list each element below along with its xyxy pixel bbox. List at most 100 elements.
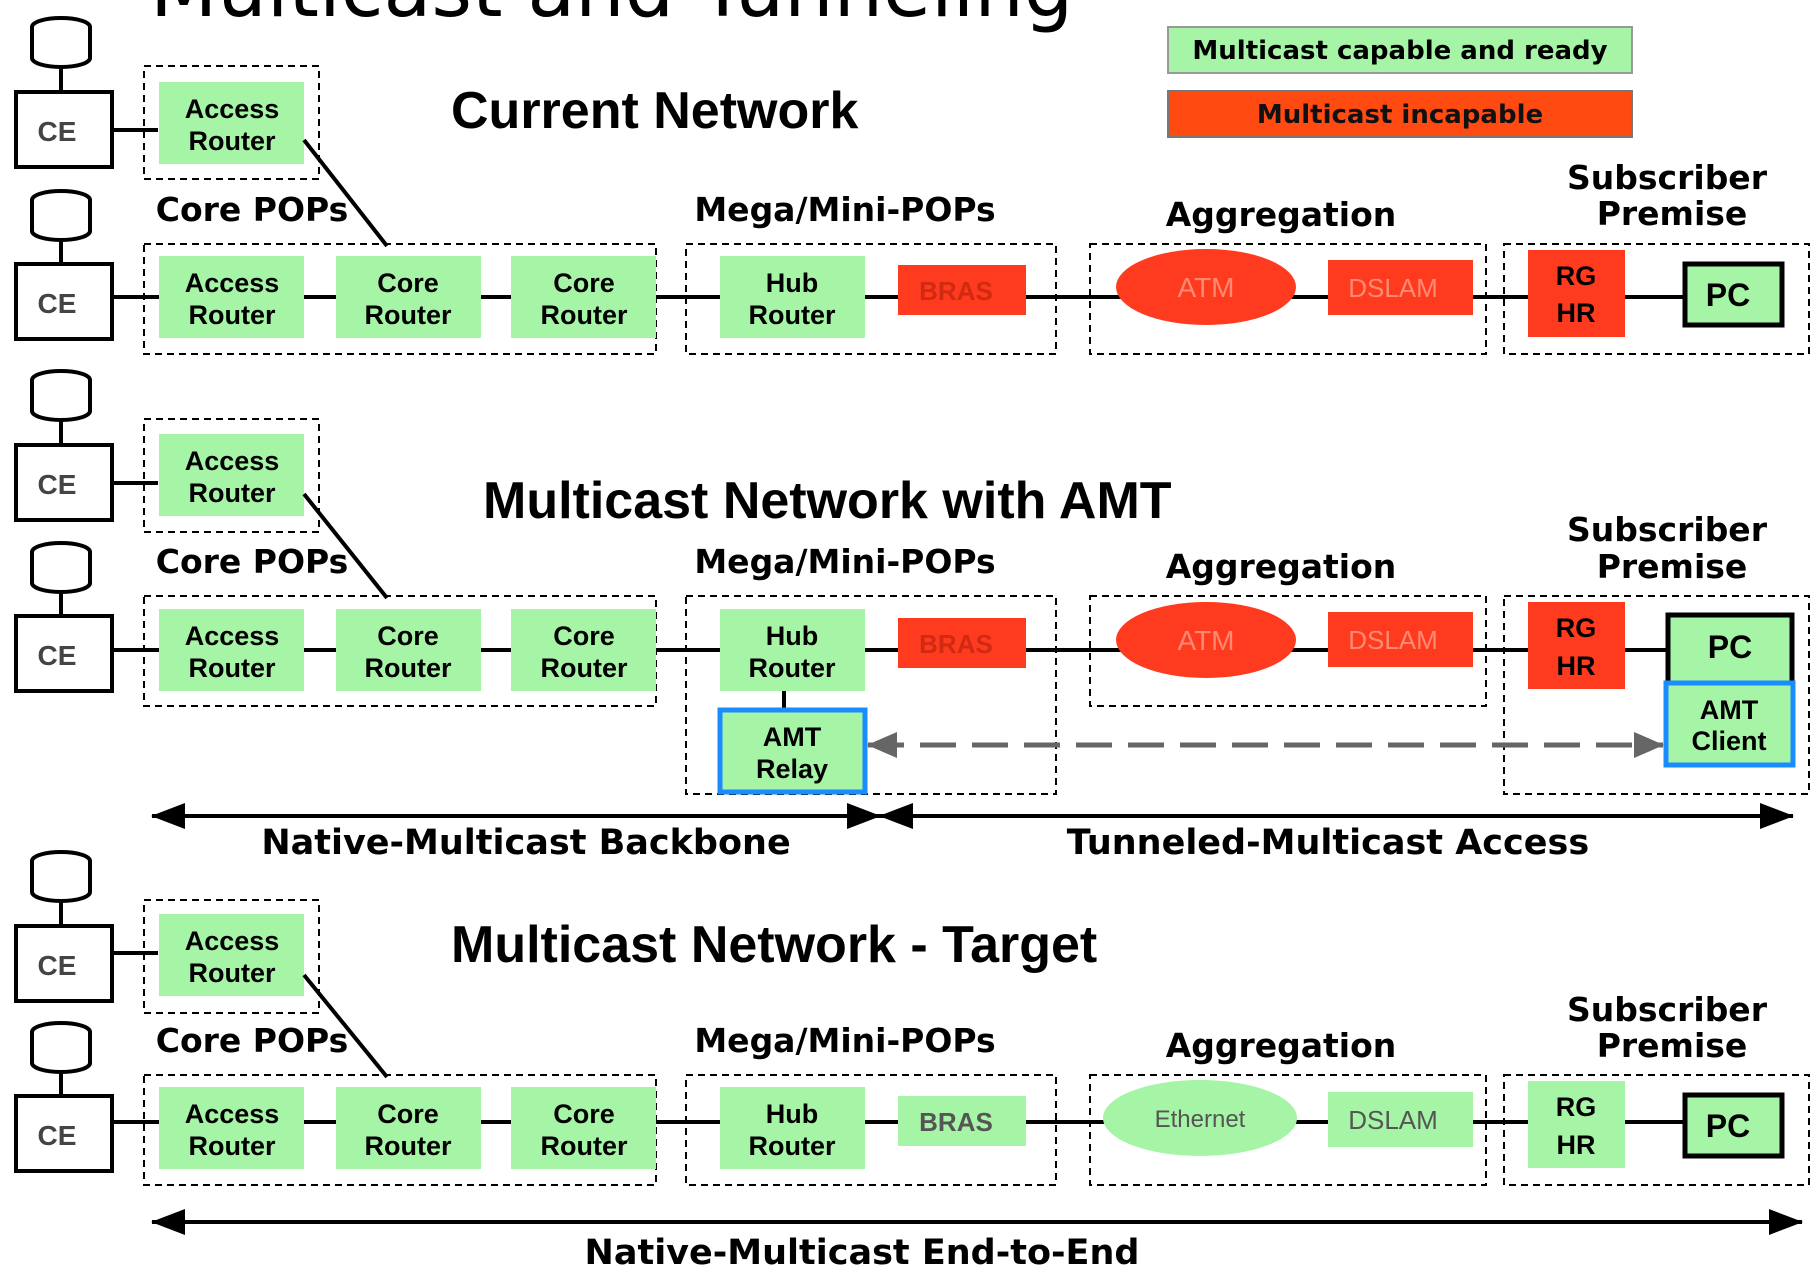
hub-router-label: Router bbox=[749, 1131, 836, 1161]
aggregation-heading: Aggregation bbox=[1166, 547, 1397, 586]
atm-node bbox=[1116, 602, 1296, 678]
section-title: Current Network bbox=[451, 82, 858, 140]
amt-relay-label: Relay bbox=[756, 754, 828, 784]
dslam bbox=[1328, 612, 1473, 667]
hub-router-label: Hub bbox=[766, 1099, 818, 1129]
ce-label: CE bbox=[38, 469, 77, 500]
dslam-label: DSLAM bbox=[1348, 625, 1438, 655]
access-router bbox=[159, 82, 304, 164]
access-router-label: Router bbox=[189, 653, 276, 683]
subscriber-box bbox=[1503, 1074, 1810, 1186]
core-router-label: Router bbox=[541, 300, 628, 330]
pc-label: PC bbox=[1706, 1108, 1750, 1144]
ce-device: CE bbox=[14, 1021, 114, 1173]
native-e2e-label: Native-Multicast End-to-End bbox=[585, 1233, 1140, 1269]
core-router-label: Core bbox=[553, 621, 615, 651]
native-backbone-label: Native-Multicast Backbone bbox=[261, 823, 790, 863]
rg-hr bbox=[1528, 250, 1625, 337]
core-pops-heading: Core POPs bbox=[156, 1021, 349, 1060]
core-router-label: Router bbox=[365, 1131, 452, 1161]
hub-router bbox=[720, 1087, 865, 1169]
access-router-label: Router bbox=[189, 478, 276, 508]
subscriber-heading: Subscriber bbox=[1567, 158, 1768, 197]
access-router-label: Access bbox=[185, 926, 280, 956]
ce-device: CE bbox=[14, 189, 114, 341]
hub-router-label: Router bbox=[749, 300, 836, 330]
access-router bbox=[159, 256, 304, 338]
access-router-label: Router bbox=[189, 958, 276, 988]
ce-label: CE bbox=[38, 288, 77, 319]
core-router-label: Core bbox=[377, 621, 439, 651]
ce-label: CE bbox=[38, 116, 77, 147]
bras bbox=[898, 1096, 1026, 1146]
rg-label: RG bbox=[1556, 261, 1597, 291]
access-router-label: Access bbox=[185, 1099, 280, 1129]
legend: Multicast capable and ready Multicast in… bbox=[1167, 26, 1633, 138]
bras bbox=[898, 618, 1026, 668]
amt-relay bbox=[717, 707, 868, 795]
bras-label: BRAS bbox=[919, 1107, 993, 1137]
ethernet-node bbox=[1103, 1080, 1297, 1156]
ce-device: CE bbox=[14, 541, 114, 693]
access-router bbox=[159, 1087, 304, 1169]
ce-label: CE bbox=[38, 1120, 77, 1151]
premise-heading: Premise bbox=[1597, 1026, 1748, 1065]
ce-device: CE bbox=[14, 369, 114, 522]
access-router-label: Router bbox=[189, 300, 276, 330]
bras bbox=[898, 265, 1026, 315]
hub-router bbox=[720, 256, 865, 338]
hub-router-label: Hub bbox=[766, 268, 818, 298]
core-router bbox=[511, 256, 656, 338]
upper-access-pop-box bbox=[143, 418, 320, 533]
core-router-label: Core bbox=[553, 1099, 615, 1129]
core-router-label: Router bbox=[365, 300, 452, 330]
amt-client bbox=[1663, 680, 1796, 768]
tunneled-access-label: Tunneled-Multicast Access bbox=[1067, 823, 1589, 863]
section-multicast-amt: Multicast Network with AMT CE Access Rou… bbox=[14, 369, 1810, 863]
core-router bbox=[511, 1087, 656, 1169]
atm-label: ATM bbox=[1177, 625, 1234, 656]
access-router bbox=[159, 609, 304, 691]
aggregation-box bbox=[1089, 1074, 1487, 1186]
subscriber-heading: Subscriber bbox=[1567, 990, 1768, 1029]
atm-label: ATM bbox=[1177, 272, 1234, 303]
upper-access-pop-box bbox=[143, 899, 320, 1014]
amt-client-label: AMT bbox=[1700, 695, 1759, 725]
pc-label: PC bbox=[1708, 629, 1752, 665]
access-router-label: Access bbox=[185, 621, 280, 651]
mega-mini-pops-heading: Mega/Mini-POPs bbox=[694, 190, 995, 229]
legend-incapable-swatch bbox=[1167, 90, 1633, 138]
mega-mini-pops-heading: Mega/Mini-POPs bbox=[694, 542, 995, 581]
hub-router-label: Router bbox=[749, 653, 836, 683]
legend-capable-label: Multicast capable and ready bbox=[1192, 36, 1607, 66]
pc bbox=[1682, 261, 1785, 328]
mega-mini-pops-box bbox=[685, 1074, 1057, 1186]
access-router-label: Router bbox=[189, 126, 276, 156]
access-router bbox=[159, 434, 304, 516]
dslam-label: DSLAM bbox=[1348, 1105, 1438, 1135]
core-router bbox=[336, 256, 481, 338]
core-router-label: Router bbox=[541, 653, 628, 683]
rg-hr bbox=[1528, 1081, 1625, 1168]
rg-label: RG bbox=[1556, 1092, 1597, 1122]
access-router bbox=[159, 914, 304, 996]
section-title: Multicast Network with AMT bbox=[483, 472, 1172, 530]
core-router-label: Core bbox=[553, 268, 615, 298]
hr-label: HR bbox=[1557, 298, 1596, 328]
atm-node bbox=[1116, 249, 1296, 325]
bras-label: BRAS bbox=[919, 629, 993, 659]
amt-relay-label: AMT bbox=[763, 722, 822, 752]
hub-router bbox=[720, 609, 865, 691]
subscriber-box bbox=[1503, 595, 1810, 795]
core-router bbox=[336, 609, 481, 691]
pc-label: PC bbox=[1706, 277, 1750, 313]
ethernet-label: Ethernet bbox=[1155, 1106, 1246, 1133]
rg-hr bbox=[1528, 602, 1625, 689]
access-router-label: Router bbox=[189, 1131, 276, 1161]
dslam bbox=[1328, 260, 1473, 315]
ce-label: CE bbox=[38, 950, 77, 981]
pc bbox=[1665, 612, 1795, 688]
access-router-label: Access bbox=[185, 268, 280, 298]
core-router-label: Router bbox=[541, 1131, 628, 1161]
ce-device: CE bbox=[14, 16, 114, 169]
